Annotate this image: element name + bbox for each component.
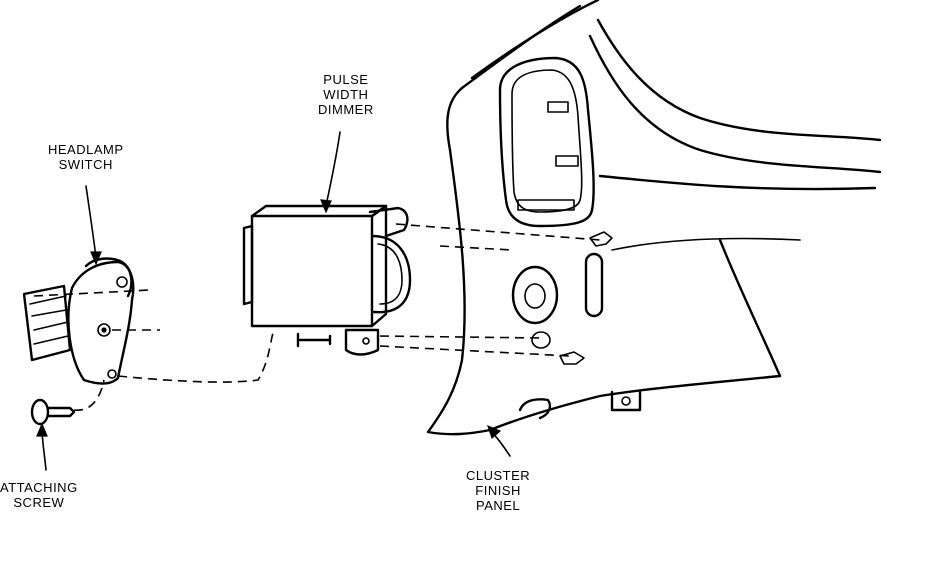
label-attaching-screw: ATTACHING SCREW: [0, 480, 78, 510]
dimmer-knob-inner: [377, 243, 403, 305]
lower-bracket-left: [518, 398, 552, 420]
switch-knob-body: [22, 284, 72, 362]
dash-dimmer-bracket: [379, 335, 541, 339]
vent-tab-upper: [547, 101, 569, 113]
headlamp-switch-opening: [511, 265, 559, 325]
dimmer-front-tab: [242, 224, 254, 306]
label-cluster-finish-panel: CLUSTER FINISH PANEL: [466, 468, 530, 513]
pulse-width-dimmer: [242, 204, 412, 356]
headlamp-switch: [22, 257, 135, 385]
dimmer-bottom-bracket: [344, 328, 380, 356]
label-line: SCREW: [13, 495, 65, 510]
panel-top-edge-2: [470, 0, 600, 80]
leader-arrows: [36, 131, 511, 471]
dimmer-box-top: [250, 204, 388, 218]
label-line: FINISH: [475, 483, 521, 498]
lower-bracket-right: [610, 390, 642, 412]
dash-dimmer-bottom: [379, 345, 571, 357]
label-line: ATTACHING: [0, 480, 78, 495]
arrowhead-cluster-finish-panel: [487, 424, 502, 440]
label-line: CLUSTER: [466, 468, 531, 483]
panel-bottom-edge: [488, 374, 782, 432]
switch-lower-hole: [107, 369, 117, 379]
switch-stud: [97, 323, 111, 337]
panel-front-edge: [426, 86, 492, 436]
attaching-screw: [30, 398, 76, 426]
dimmer-top-bracket: [368, 206, 409, 238]
cluster-finish-panel: [426, 0, 882, 436]
clip-lower: [559, 351, 585, 365]
dash-dimmer-mid: [439, 245, 513, 251]
leader-headlamp-switch: [85, 185, 97, 259]
dimmer-bracket-hole: [362, 337, 370, 345]
dimmer-mount-screw: [296, 332, 332, 348]
switch-housing: [67, 260, 135, 385]
vent-opening-inner: [511, 69, 583, 213]
leader-pulse-width-dimmer: [325, 131, 341, 207]
switch-knob-ridges: [29, 295, 69, 345]
switch-mount-hole: [116, 276, 128, 288]
label-line: SWITCH: [58, 157, 113, 172]
alignment-lines: [33, 223, 601, 411]
dash-switch-top: [33, 289, 151, 297]
screw-shank: [46, 406, 76, 418]
arrowhead-pulse-width-dimmer: [320, 199, 332, 214]
dimmer-knob: [370, 234, 412, 314]
label-line: PULSE: [323, 72, 369, 87]
bracket-hole: [621, 396, 631, 406]
switch-stud-center: [101, 327, 107, 333]
dimmer-box-front: [250, 214, 374, 328]
vent-slot: [517, 199, 575, 211]
panel-right-lower: [718, 238, 782, 378]
panel-right-upper: [596, 18, 882, 142]
vent-tab-lower: [555, 155, 579, 167]
panel-right-inner: [611, 237, 801, 251]
dimmer-opening: [584, 252, 604, 318]
label-headlamp-switch: HEADLAMP SWITCH: [48, 142, 124, 172]
arrowhead-headlamp-switch: [90, 251, 102, 266]
panel-right-upper-2: [588, 34, 882, 174]
label-line: WIDTH: [323, 87, 369, 102]
vent-opening-outer: [498, 56, 595, 228]
panel-right-contour: [598, 174, 877, 191]
dimmer-box-side: [370, 204, 388, 328]
label-line: HEADLAMP: [48, 142, 124, 157]
label-line: PANEL: [476, 498, 521, 513]
label-line: DIMMER: [318, 102, 374, 117]
dash-dimmer-top: [395, 223, 601, 241]
dash-switch-to-dimmer: [117, 329, 275, 383]
mount-hole-lower: [531, 331, 551, 349]
clip-upper: [589, 231, 613, 247]
headlamp-switch-opening-inner: [524, 283, 546, 309]
dash-screw-to-switch: [73, 379, 105, 411]
screw-head: [30, 398, 50, 426]
arrowhead-attaching-screw: [36, 422, 48, 437]
label-pulse-width-dimmer: PULSE WIDTH DIMMER: [318, 72, 374, 117]
